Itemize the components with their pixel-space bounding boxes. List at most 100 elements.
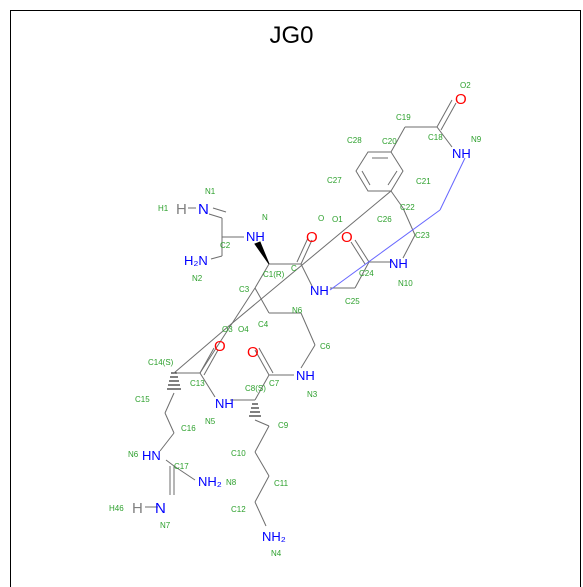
- bond: [165, 459, 175, 467]
- atom-label-o: O: [318, 214, 324, 223]
- diagram-frame: [10, 10, 581, 587]
- bond: [254, 349, 270, 376]
- bond: [229, 190, 392, 326]
- atom-label-c26: C26: [377, 215, 392, 224]
- atom-oxygen: O: [306, 229, 318, 246]
- atom-nitrogen: N: [198, 201, 209, 218]
- atom-label-h1: H1: [158, 204, 169, 213]
- atom-label-c17: C17: [174, 462, 189, 471]
- atom-label-c19: C19: [396, 113, 411, 122]
- atom-oxygen: O: [214, 338, 226, 355]
- atom-nh: NH: [310, 283, 329, 298]
- atom-label-n2: N2: [192, 274, 203, 283]
- wedge-bond: [254, 241, 270, 265]
- atom-nh: NH: [452, 146, 471, 161]
- bond: [354, 261, 370, 289]
- atom-label-c20: C20: [382, 137, 397, 146]
- atom-label-c11: C11: [274, 479, 289, 488]
- bond: [296, 237, 309, 263]
- atom-amine: H₂N: [184, 253, 208, 268]
- bond: [402, 234, 416, 259]
- atom-oxygen: O: [455, 91, 467, 108]
- atom-label-n6: N6: [128, 450, 139, 459]
- atom-label-c22: C22: [400, 203, 415, 212]
- link-bond: [329, 209, 441, 291]
- bond: [199, 372, 216, 398]
- bond: [164, 412, 175, 434]
- hashed-bond: [249, 403, 261, 417]
- atom-label-o2: O2: [460, 81, 471, 90]
- atom-label-c4: C4: [258, 320, 269, 329]
- atom-nh: NH: [246, 229, 265, 244]
- link-bond: [439, 157, 466, 211]
- hashed-bond: [167, 372, 181, 390]
- bond: [203, 349, 219, 376]
- atom-label-n3: N3: [307, 390, 318, 399]
- atom-label-c6: C6: [320, 342, 331, 351]
- atom-label-c8: C8(S): [245, 384, 266, 393]
- atom-label-c15: C15: [135, 395, 150, 404]
- bond: [173, 465, 196, 481]
- bond: [164, 392, 175, 414]
- atom-label-c2: C2: [220, 241, 231, 250]
- bond: [300, 239, 313, 265]
- atom-label-c25: C25: [345, 297, 360, 306]
- atom-label-n1: N1: [205, 187, 216, 196]
- atom-oxygen: O: [341, 229, 353, 246]
- bond: [173, 324, 231, 374]
- atom-nh: NH: [215, 396, 234, 411]
- bond: [212, 207, 227, 213]
- atom-label-n4: N4: [271, 549, 282, 558]
- atom-label-c9: C9: [278, 421, 289, 430]
- atom-label-o3: O3: [222, 325, 233, 334]
- atom-label-c13: C13: [190, 379, 205, 388]
- atom-label-c1: C1(R): [263, 270, 285, 279]
- atom-label-n: N: [262, 213, 268, 222]
- molecule-title: JG0: [269, 22, 314, 49]
- bond: [436, 126, 453, 148]
- bond: [254, 475, 270, 503]
- atom-amine: NH₂: [198, 474, 222, 489]
- atom-hydrogen: H: [176, 201, 187, 218]
- bond: [402, 207, 416, 236]
- atom-label-c23: C23: [415, 231, 430, 240]
- atom-label-c10: C10: [231, 449, 246, 458]
- atom-label-o4: O4: [238, 325, 249, 334]
- atom-label-n10: N10: [398, 279, 413, 288]
- atom-label-n5: N5: [205, 417, 216, 426]
- atom-label-h46: H46: [109, 504, 124, 513]
- bond: [254, 419, 270, 427]
- atom-label-c21: C21: [416, 177, 431, 186]
- atom-label-n9: N9: [471, 135, 482, 144]
- atom-label-c27: C27: [327, 176, 342, 185]
- atom-label-c12: C12: [231, 505, 246, 514]
- atom-label-c7: C7: [269, 379, 280, 388]
- atom-label-n6b: N6: [292, 306, 303, 315]
- aromatic-double-bond: [387, 170, 398, 186]
- bond: [390, 190, 404, 209]
- bond: [210, 255, 223, 260]
- bond: [254, 425, 270, 453]
- bond: [300, 312, 316, 346]
- bond: [440, 102, 457, 131]
- atom-hydrogen: H: [132, 500, 143, 517]
- atom-nitrogen: N: [155, 500, 166, 517]
- bond: [254, 374, 270, 401]
- bond: [300, 344, 316, 369]
- aromatic-double-bond: [361, 170, 371, 186]
- bond: [350, 241, 366, 265]
- atom-label-c18: C18: [428, 133, 443, 142]
- bond: [254, 287, 270, 314]
- atom-label-c14: C14(S): [148, 358, 174, 367]
- bonds: [145, 99, 457, 527]
- atom-amine: NH₂: [262, 529, 286, 544]
- bond: [300, 263, 313, 287]
- atom-nh: NH: [389, 256, 408, 271]
- bond: [354, 239, 370, 263]
- bond: [254, 501, 267, 527]
- bond: [436, 99, 453, 128]
- bond: [258, 347, 274, 374]
- atom-hn: HN: [142, 448, 161, 463]
- atom-nh: NH: [296, 368, 315, 383]
